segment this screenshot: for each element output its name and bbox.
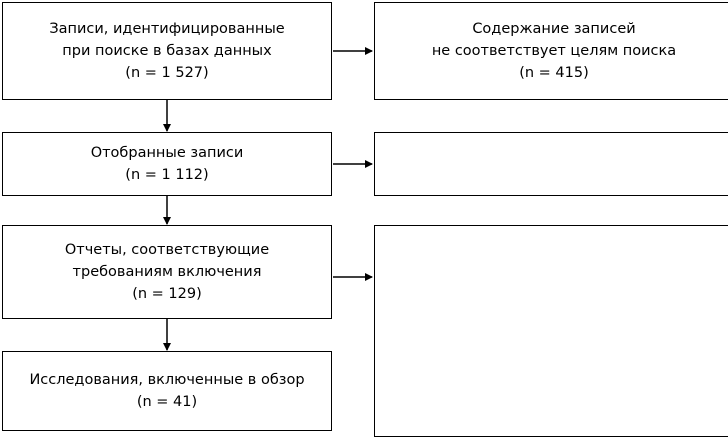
- flow-box-screened-records: Отобранные записи (n = 1 112): [2, 132, 332, 196]
- flow-box-screened-line1: Отобранные записи: [90, 145, 244, 161]
- flow-box-identified-line1: Записи, идентифицированные: [49, 21, 285, 37]
- flow-box-included-count: (n = 41): [136, 394, 198, 410]
- flow-box-eligible-count: (n = 129): [132, 286, 202, 302]
- flow-box-identified-records: Записи, идентифицированные при поиске в …: [2, 2, 332, 100]
- exclusion-box-off-topic-line2: не соответствует целям поиска: [431, 43, 677, 59]
- flow-box-identified-line2: при поиске в базах данных: [62, 43, 272, 59]
- exclusion-box-off-topic-count: (n = 415): [519, 65, 589, 81]
- exclusion-box-off-topic-line1: Содержание записей: [472, 21, 636, 37]
- flow-box-included-line1: Исследования, включенные в обзор: [29, 372, 305, 388]
- flow-box-identified-count: (n = 1 527): [125, 65, 209, 81]
- flow-box-screened-count: (n = 1 112): [125, 167, 209, 183]
- flow-box-eligible-line2: требованиям включения: [72, 264, 262, 280]
- flow-box-eligible-line1: Отчеты, соответствующие: [64, 242, 270, 258]
- exclusion-box-off-topic: Содержание записей не соответствует целя…: [374, 2, 728, 100]
- flow-box-eligible-reports: Отчеты, соответствующие требованиям вклю…: [2, 225, 332, 319]
- flow-box-included-studies: Исследования, включенные в обзор (n = 41…: [2, 351, 332, 431]
- exclusion-box-2: [374, 132, 728, 196]
